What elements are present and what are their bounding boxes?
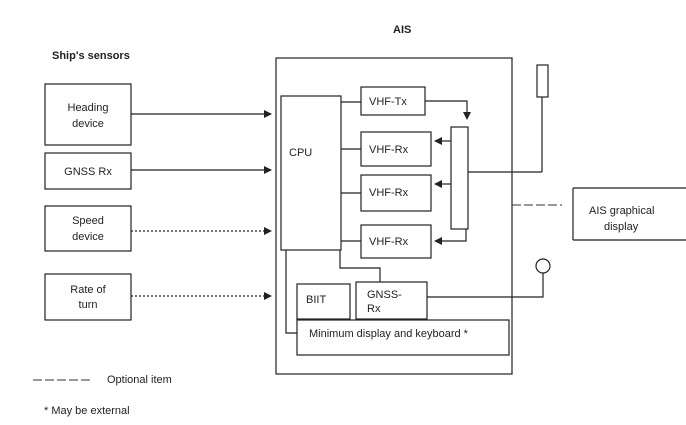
legend-external-note: * May be external [44, 405, 130, 417]
ais-graphical-display-line1: AIS graphical [589, 205, 654, 217]
gnss-rx-sensor-box: GNSS Rx [44, 152, 132, 190]
minimum-display-box: Minimum display and keyboard * [296, 319, 510, 356]
cpu-to-gnss-link [339, 250, 381, 282]
vhf-antenna-icon [536, 64, 549, 98]
vhf-rx1-box: VHF-Rx [360, 131, 432, 167]
cpu-to-display-link [285, 250, 297, 334]
biit-box: BIIT [296, 283, 351, 320]
vhf-rx3-label: VHF-Rx [369, 236, 409, 248]
speed-device-line2: device [72, 231, 104, 243]
ais-graphical-display-line2: display [604, 221, 639, 233]
vhf-tx-box: VHF-Tx [360, 86, 426, 116]
ais-title: AIS [393, 24, 411, 36]
heading-device-line1: Heading [68, 102, 109, 114]
rate-of-turn-line2: turn [79, 299, 98, 311]
legend-optional-label: Optional item [107, 374, 172, 386]
vhf-rx3-box: VHF-Rx [360, 224, 432, 259]
cpu-box: CPU [280, 95, 342, 251]
rate-of-turn-line1: Rate of [70, 284, 106, 296]
minimum-display-label: Minimum display and keyboard * [309, 328, 469, 340]
vhf-tx-label: VHF-Tx [369, 96, 407, 108]
gnss-rx-internal-box: GNSS- Rx [355, 281, 428, 320]
vhf-tx-to-splitter-link [425, 100, 468, 110]
vhf-rx2-box: VHF-Rx [360, 174, 432, 212]
gnss-rx-internal-line2: Rx [367, 303, 381, 315]
vhf-rx2-label: VHF-Rx [369, 187, 409, 199]
speed-device-line1: Speed [72, 215, 104, 227]
splitter-to-rx3-link [440, 229, 467, 242]
gnss-antenna-icon [535, 258, 551, 274]
sensors-heading: Ship's sensors [52, 50, 130, 62]
heading-device-box: Heading device [44, 83, 132, 146]
gnss-antenna-feed [427, 273, 544, 298]
gnss-rx-internal-line1: GNSS- [367, 289, 402, 301]
antenna-splitter-box [450, 126, 469, 230]
rate-of-turn-box: Rate of turn [44, 273, 132, 321]
ais-graphical-display: AIS graphical display [572, 187, 686, 241]
gnss-rx-sensor-label: GNSS Rx [64, 166, 112, 178]
heading-device-line2: device [72, 118, 104, 130]
speed-device-box: Speed device [44, 205, 132, 252]
cpu-label: CPU [289, 147, 312, 159]
vhf-rx1-label: VHF-Rx [369, 144, 409, 156]
biit-label: BIIT [306, 294, 326, 306]
